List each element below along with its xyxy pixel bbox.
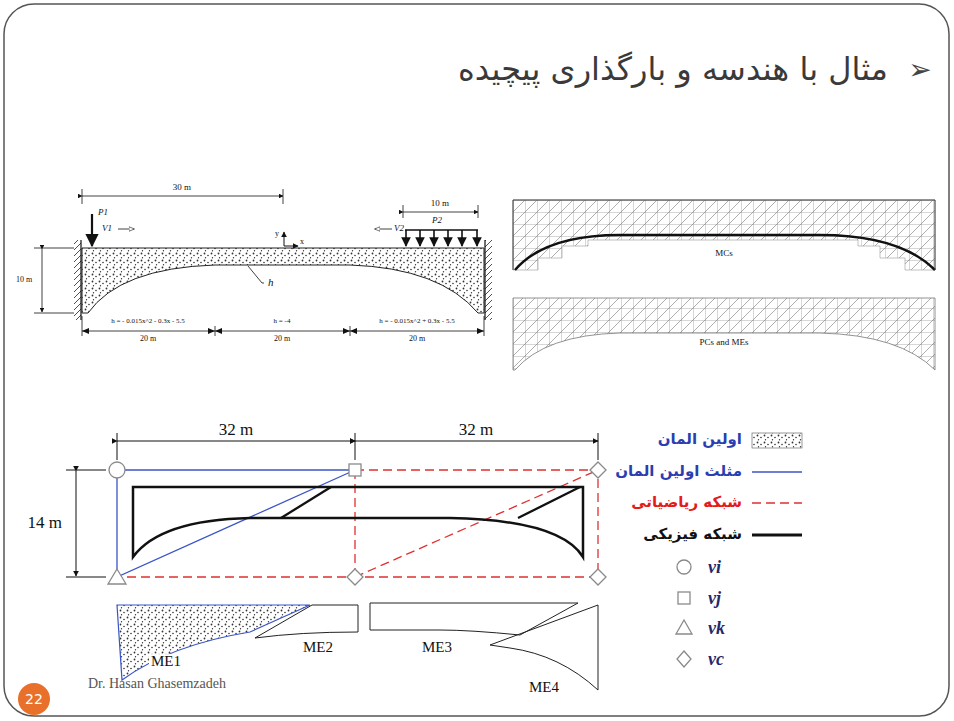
legend-text: شبکه فیزیکی [643, 527, 742, 543]
equation: h = - 0.015x^2 - 0.3x - 5.5 [111, 318, 185, 325]
legend-text: vi [708, 558, 721, 577]
legend-text: شبکه ریاضیاتی [631, 495, 742, 511]
dimension: 30 m [173, 183, 191, 192]
mesh-name: PCs and MEs [697, 338, 750, 347]
legend-text: vk [708, 619, 725, 638]
element-name: ME1 [149, 654, 183, 670]
curve-name: h [266, 277, 276, 289]
legend-text: vc [708, 650, 724, 669]
legend-text: اولین المان [658, 432, 742, 448]
mesh-name: MCs [715, 249, 733, 258]
dimension: 10 m [16, 276, 32, 284]
page-number: 22 [25, 692, 43, 707]
dimension: 20 m [274, 335, 290, 343]
author-name: Dr. Hasan Ghasemzadeh [88, 677, 226, 692]
slide-title: مثال با هندسه و بارگذاری پیچیده [458, 53, 888, 87]
load-name: P2 [432, 216, 442, 225]
dimension: 32 m [219, 421, 253, 439]
axis-name: x [300, 238, 304, 246]
dimension: 32 m [459, 421, 493, 439]
dimension: 14 m [28, 514, 62, 532]
equation: h = - 0.015x^2 + 0.3x - 5.5 [379, 318, 454, 325]
load-name: P1 [98, 208, 108, 217]
element-name: ME4 [529, 680, 559, 696]
axis-name: y [275, 230, 279, 238]
load-name: V1 [102, 224, 112, 233]
equation: h = -4 [274, 318, 291, 325]
bullet-arrow: ➢ [908, 55, 931, 84]
dimension: 20 m [140, 335, 156, 343]
legend-text: مثلث اولین المان [615, 464, 742, 480]
element-name: ME3 [422, 640, 452, 656]
load-name: V2 [394, 224, 404, 233]
legend-text: vj [708, 589, 721, 608]
element-name: ME2 [303, 640, 333, 656]
dimension: 10 m [431, 199, 449, 208]
dimension: 20 m [409, 335, 425, 343]
